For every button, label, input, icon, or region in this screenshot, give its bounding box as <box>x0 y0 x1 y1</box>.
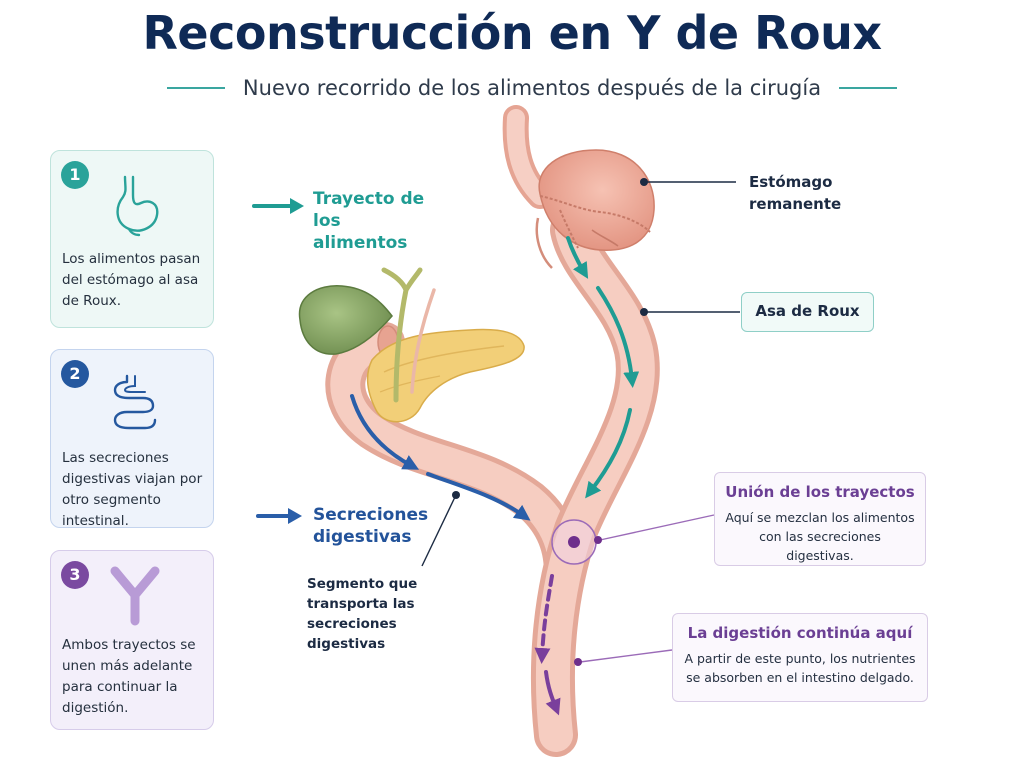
segment-label-text: Segmento que transporta las secreciones … <box>307 576 418 652</box>
junction-text: Aquí se mezclan los alimentos con las se… <box>725 510 915 563</box>
intestine-icon <box>113 374 157 430</box>
subtitle-row: Nuevo recorrido de los alimentos después… <box>160 74 904 102</box>
step-number-badge: 1 <box>61 161 89 189</box>
esophagus <box>502 105 553 209</box>
common-channel-arrows <box>534 574 561 716</box>
step-text: Los alimentos pasan del estómago al asa … <box>62 251 201 309</box>
bile-ducts <box>381 267 436 403</box>
junction-title: Unión de los trayectos <box>725 483 915 501</box>
page-title: Reconstrucción en Y de Roux <box>142 6 882 60</box>
continue-title: La digestión continúa aquí <box>687 624 913 642</box>
legend-food-label: Trayecto de los alimentos <box>313 189 425 253</box>
step-card-1: 1 Los alimentos pasan del estómago al as… <box>50 150 214 328</box>
stomach-label-text: Estómago remanente <box>749 173 842 213</box>
gallbladder <box>298 285 393 355</box>
stomach-icon <box>116 175 159 237</box>
legend-secretions-label: Secreciones digestivas <box>313 505 429 547</box>
pancreas <box>366 328 525 423</box>
legend-food-path: Trayecto de los alimentos <box>313 188 433 254</box>
step-text: Las secreciones digestivas viajan por ot… <box>62 450 203 529</box>
segment-label: Segmento que transporta las secreciones … <box>307 574 423 654</box>
continue-info-box: La digestión continúa aquí A partir de e… <box>672 613 928 702</box>
leader-lines <box>421 178 740 666</box>
remnant-stomach <box>535 149 655 269</box>
step-number-badge: 2 <box>61 360 89 388</box>
junction-marker <box>551 519 597 565</box>
continue-text: A partir de este punto, los nutrientes s… <box>684 651 916 685</box>
legend-secretions: Secreciones digestivas <box>313 504 429 548</box>
secretion-path-arrows <box>350 394 531 521</box>
page-subtitle: Nuevo recorrido de los alimentos después… <box>242 76 822 100</box>
roux-limb-label: Asa de Roux <box>741 292 874 332</box>
subtitle-divider-right <box>839 87 898 89</box>
food-path-arrows <box>566 236 640 499</box>
legend-food-arrow <box>252 198 304 214</box>
y-junction-icon <box>110 566 160 626</box>
step-card-3: 3 Ambos trayectos se unen más adelante p… <box>50 550 214 730</box>
subtitle-divider-left <box>166 87 225 89</box>
stomach-label: Estómago remanente <box>749 171 859 215</box>
junction-info-box: Unión de los trayectos Aquí se mezclan l… <box>714 472 926 566</box>
step-text: Ambos trayectos se unen más adelante par… <box>62 637 196 716</box>
legend-secretions-arrow <box>256 508 302 524</box>
step-card-2: 2 Las secreciones digestivas viajan por … <box>50 349 214 529</box>
step-number-badge: 3 <box>61 561 89 589</box>
